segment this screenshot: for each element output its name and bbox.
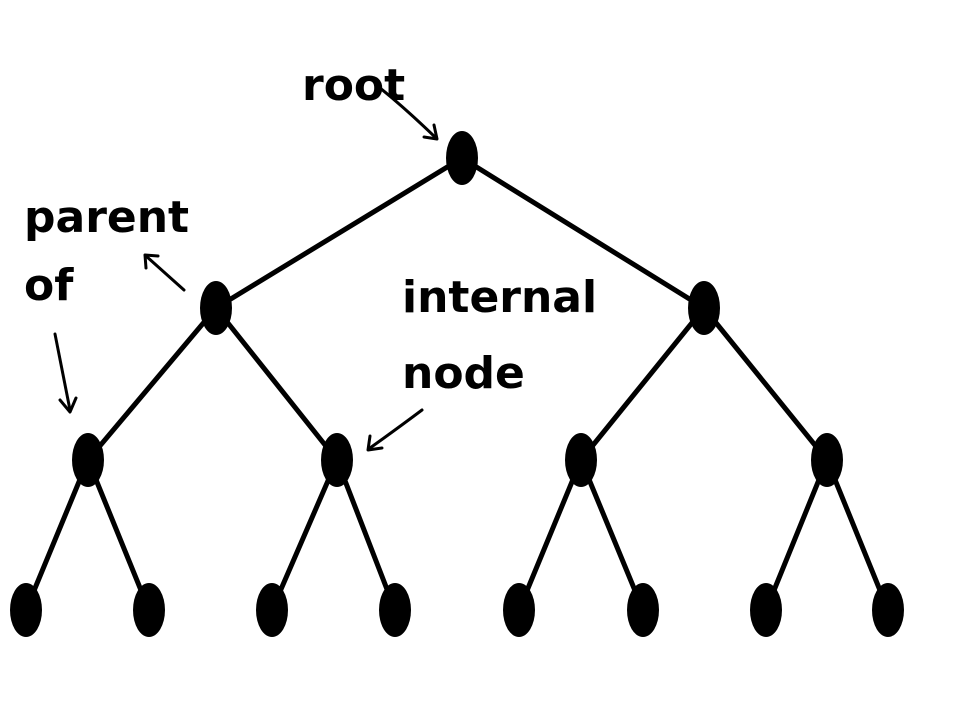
of-arrow [53,332,78,414]
edge-a-leaf1 [23,457,91,613]
parent-arrow [143,253,186,292]
internal-node-label-line2: node [402,348,525,399]
internal-node-arrow [366,408,424,452]
level1-right-node [688,281,720,335]
internal-node-label-line1: internal [402,272,597,323]
edge-l1-lr [213,305,340,463]
root-node [446,131,478,185]
tree-nodes [10,131,904,637]
level2-node-4 [811,433,843,487]
edge-c-leaf6 [578,457,646,613]
leaf-node-5 [503,583,535,637]
annotation-arrows [53,86,439,452]
edge-l1-ll [85,305,219,463]
edge-r1-rr [701,305,830,463]
level1-left-node [200,281,232,335]
edge-b-leaf3 [269,457,340,613]
edge-a-leaf2 [85,457,152,613]
leaf-node-3 [256,583,288,637]
leaf-node-4 [379,583,411,637]
root-arrow [378,86,439,141]
parent-label-line1: parent [24,192,189,243]
parent-label-line2: of [24,260,74,311]
edge-d-leaf8 [824,457,891,613]
level2-node-1 [72,433,104,487]
root-label: root [302,60,405,111]
annotations: root parent of internal node [24,60,597,399]
leaf-node-7 [750,583,782,637]
edge-r1-rl [578,305,707,463]
level2-node-3 [565,433,597,487]
tree-edges [23,155,891,613]
leaf-node-2 [133,583,165,637]
leaf-node-6 [627,583,659,637]
edge-root-right [459,155,707,311]
edge-d-leaf7 [763,457,830,613]
leaf-node-1 [10,583,42,637]
edge-root-left [213,155,465,311]
leaf-node-8 [872,583,904,637]
edge-b-leaf4 [334,457,398,613]
edge-c-leaf5 [516,457,584,613]
level2-node-2 [321,433,353,487]
